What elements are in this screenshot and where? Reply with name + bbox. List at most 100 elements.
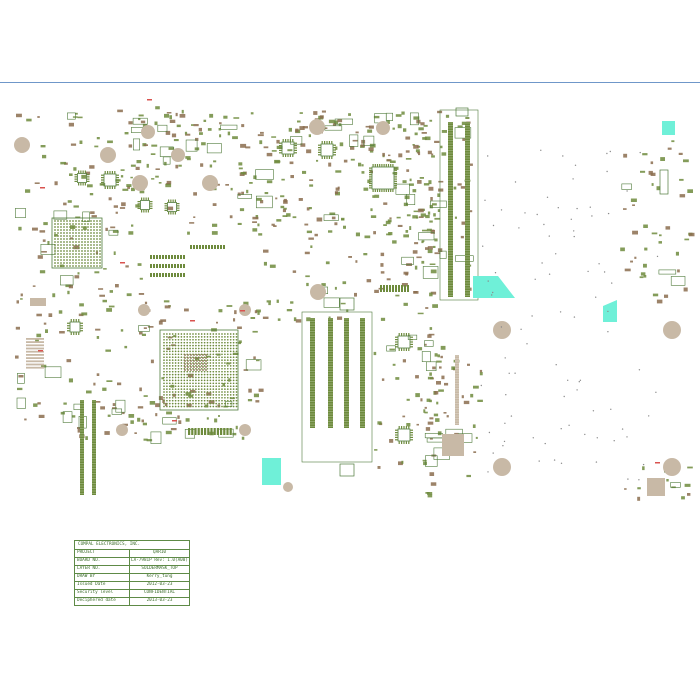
cpu-ball [221,399,223,402]
cpu-ball [186,333,189,335]
bga-ball [66,259,68,261]
cpu-ball [200,376,203,379]
cpu-ball [180,367,183,370]
qfp-chip-pin [395,436,398,438]
cpu-ball [226,356,229,359]
cpu-ball [235,402,238,405]
smd-pad [416,423,419,426]
via [557,207,559,209]
cpu-ball [189,344,191,347]
component-outline [245,359,262,371]
cpu-ball [183,336,186,338]
cpu-ball [168,402,171,405]
smd-pad [136,160,142,164]
cpu-ball [229,391,232,393]
cpu-ball [189,336,191,338]
cpu-ball [224,362,226,364]
bga-ball [75,232,77,234]
cpu-ball [168,365,171,367]
header-pin [407,285,409,292]
component-outline [255,169,274,180]
qfp-chip-pin [137,207,141,209]
bga-ball [54,265,56,267]
cpu-ball [232,362,235,364]
cpu-ball [221,382,223,385]
qfp-chip-pin [333,149,336,151]
cpu-ball [212,350,215,353]
cpu-ball [229,399,232,402]
smd-pad [340,302,346,305]
cpu-ball [235,394,238,396]
cpu-ball [163,394,165,396]
cpu-ball [226,336,229,338]
header-pin [398,285,400,292]
cpu-ball [224,385,226,388]
smd-pad [184,131,188,135]
cpu-ball [168,359,171,361]
qfp-chip-pin [410,341,413,343]
smd-pad [163,300,170,303]
cpu-ball [189,405,191,408]
cpu-ball [192,385,194,388]
smd-pad [436,381,441,385]
cpu-ball [189,367,191,370]
cpu-ball [197,396,200,399]
smd-pad [199,132,203,135]
smd-pad [383,224,387,226]
cpu-ball [177,394,180,396]
smd-pad [421,240,424,244]
cpu-ball [174,341,177,344]
header-pin [150,273,152,277]
smd-pad [96,373,100,376]
title-block-key: Deciphered date [75,598,130,605]
smd-pad [656,299,663,304]
bga-ball [90,232,92,234]
bga-ball [87,262,89,264]
smd-pad [299,126,305,130]
bga-ball [99,247,101,249]
smd-pad [218,415,220,417]
cpu-center-ball [184,360,186,362]
smd-pad [425,307,429,309]
smd-pad [687,493,691,496]
smd-pad [144,144,148,146]
smd-pad [208,400,215,404]
smd-pad [429,220,433,223]
smd-pad [429,327,433,330]
bga-ball [81,232,83,234]
smd-pad [200,163,204,167]
smd-pad [108,305,115,308]
smd-pad [348,256,352,258]
bga-ball [78,238,80,240]
via [638,479,640,481]
cpu-ball [171,341,174,344]
cpu-ball [212,338,215,341]
cpu-ball [206,394,209,396]
cpu-ball [166,333,168,335]
smd-pad [434,217,441,220]
cpu-ball [186,385,189,388]
cpu-ball [232,373,235,376]
component-outline [323,297,340,308]
qfp-chip-pin [392,189,394,192]
cpu-ball [166,350,168,353]
smd-pad [286,309,293,312]
cpu-center-ball [196,369,198,371]
qfp-chip-pin [408,426,410,429]
qfp-chip-pin [398,333,400,336]
cpu-ball [192,370,194,373]
via [559,311,562,313]
cpu-ball [195,370,197,373]
smd-pad [418,216,424,218]
cpu-ball [206,402,209,405]
smd-pad [313,111,318,115]
smd-pad [93,382,96,386]
smd-pad [107,140,113,144]
smd-pad [473,385,479,389]
ladder-pad [26,347,44,350]
cpu-ball [174,353,177,356]
smd-pad [287,149,293,152]
smd-pad [402,180,407,184]
smd-pad [204,404,209,408]
smd-pad [305,275,310,278]
